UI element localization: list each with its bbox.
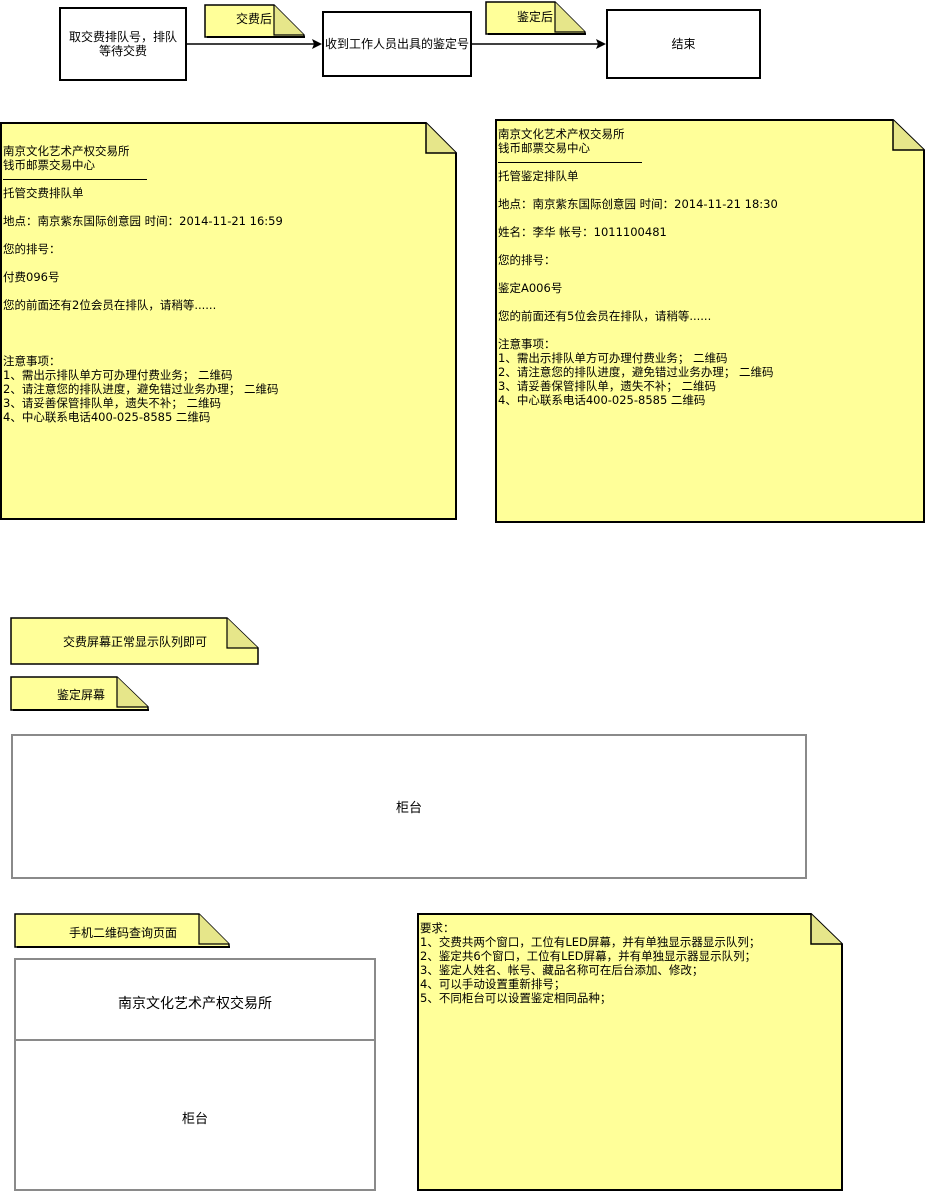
appraisal-ticket-note-4: 4、中心联系电话400-025-8585 二维码	[498, 393, 706, 407]
requirement-3: 3、鉴定人姓名、帐号、藏品名称可在后台添加、修改；	[420, 963, 704, 977]
flow-arrows	[187, 39, 606, 49]
appraisal-ticket-location: 地点：南京紫东国际创意园 时间：2014-11-21 18:30	[498, 197, 778, 211]
appraisal-ticket-divider	[498, 162, 642, 163]
payment-ticket-center: 钱币邮票交易中心	[3, 158, 95, 172]
counter-screen-label: 柜台	[395, 801, 422, 816]
after-payment-note: 交费后	[235, 12, 272, 26]
after-payment-note-shape	[204, 4, 305, 38]
payment-ticket-note-2: 2、请注意您的排队进度，避免错过业务办理； 二维码	[3, 382, 279, 396]
appraisal-ticket-center: 钱币邮票交易中心	[498, 141, 590, 155]
appraisal-ticket-title: 托管鉴定排队单	[498, 169, 579, 183]
flow-step-receive-label: 收到工作人员出具的鉴定号	[324, 37, 469, 51]
mobile-divider	[16, 1039, 374, 1041]
appraisal-ticket-number: 鉴定A006号	[498, 281, 563, 295]
appraisal-ticket-notes-title: 注意事项：	[498, 337, 556, 351]
appraisal-ticket-waiting: 您的前面还有5位会员在排队，请稍等......	[498, 309, 712, 323]
payment-ticket-note-4: 4、中心联系电话400-025-8585 二维码	[3, 410, 211, 424]
payment-ticket-org: 南京文化艺术产权交易所	[3, 144, 130, 158]
appraisal-screen-note-shape	[10, 676, 149, 711]
requirement-5: 5、不同柜台可以设置鉴定相同品种；	[420, 991, 612, 1005]
payment-ticket-note-3: 3、请妥善保管排队单，遗失不补； 二维码	[3, 396, 221, 410]
payment-ticket-location: 地点：南京紫东国际创意园 时间：2014-11-21 16:59	[3, 214, 283, 228]
payment-ticket-number-label: 您的排号：	[3, 242, 61, 256]
mobile-note-shape	[14, 913, 230, 948]
appraisal-ticket-shape	[495, 119, 925, 523]
requirement-2: 2、鉴定共6个窗口，工位有LED屏幕，并有单独显示器显示队列；	[420, 949, 757, 963]
requirement-1: 1、交费共两个窗口，工位有LED屏幕，并有单独显示器显示队列；	[420, 935, 761, 949]
appraisal-screen-note: 鉴定屏幕	[56, 688, 105, 702]
counter-screen: 柜台	[11, 734, 807, 879]
flow-step-end-label: 结束	[671, 37, 696, 51]
after-appraisal-note-shape	[485, 1, 586, 35]
flow-step-end: 结束	[606, 9, 761, 79]
payment-ticket-waiting: 您的前面还有2位会员在排队，请稍等......	[3, 298, 217, 312]
appraisal-ticket-note-2: 2、请注意您的排队进度，避免错过业务办理； 二维码	[498, 365, 774, 379]
arrow-1	[187, 39, 322, 49]
after-appraisal-note: 鉴定后	[516, 10, 553, 24]
payment-ticket-shape	[0, 122, 457, 520]
flow-step-queue: 取交费排队号，排队等待交费	[59, 7, 187, 81]
payment-ticket-divider	[3, 179, 147, 180]
appraisal-ticket-person: 姓名：李华 帐号：1011100481	[498, 225, 667, 239]
mobile-note: 手机二维码查询页面	[68, 926, 177, 940]
requirements-title: 要求：	[420, 921, 455, 935]
flow-step-queue-label: 取交费排队号，排队等待交费	[68, 30, 177, 58]
payment-screen-note: 交费屏幕正常显示队列即可	[62, 635, 207, 649]
appraisal-ticket-note-3: 3、请妥善保管排队单，遗失不补； 二维码	[498, 379, 716, 393]
requirements-note-shape	[417, 913, 843, 1191]
mobile-org-title: 南京文化艺术产权交易所	[118, 996, 272, 1012]
appraisal-ticket-number-label: 您的排号：	[498, 253, 556, 267]
payment-ticket-note-1: 1、需出示排队单方可办理付费业务； 二维码	[3, 368, 233, 382]
payment-ticket-notes-title: 注意事项：	[3, 354, 61, 368]
payment-ticket-title: 托管交费排队单	[3, 186, 84, 200]
payment-ticket-number: 付费096号	[3, 270, 60, 284]
mobile-counter: 柜台	[181, 1112, 208, 1127]
appraisal-ticket-note-1: 1、需出示排队单方可办理付费业务； 二维码	[498, 351, 728, 365]
mobile-page	[14, 958, 376, 1191]
appraisal-ticket-org: 南京文化艺术产权交易所	[498, 127, 625, 141]
flow-step-receive: 收到工作人员出具的鉴定号	[322, 11, 472, 77]
requirement-4: 4、可以手动设置重新排号；	[420, 977, 566, 991]
payment-screen-note-shape	[10, 617, 259, 665]
arrow-2	[472, 39, 606, 49]
